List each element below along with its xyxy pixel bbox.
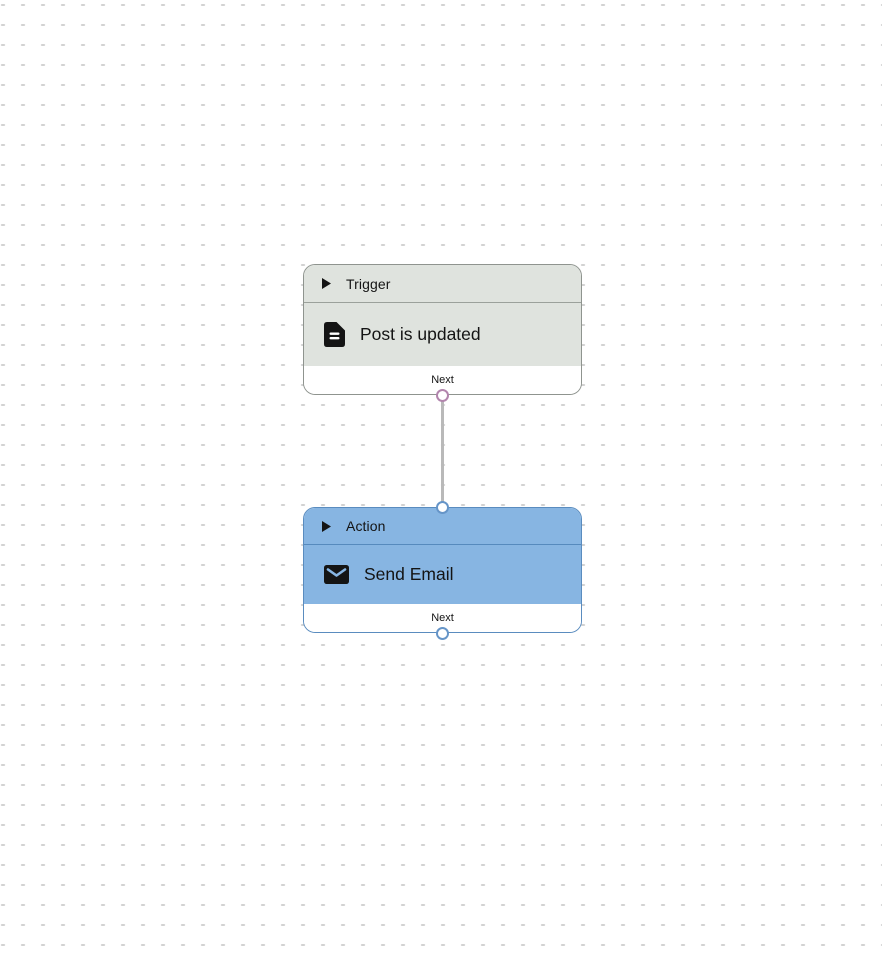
action-header-label: Action (346, 518, 386, 534)
trigger-output-label: Next (431, 374, 454, 386)
action-output-port[interactable] (436, 626, 449, 640)
action-input-port[interactable] (436, 500, 449, 514)
trigger-node-title: Post is updated (360, 324, 481, 344)
expand-arrow-icon (322, 520, 331, 532)
document-icon (324, 322, 345, 347)
envelope-icon (324, 565, 349, 584)
trigger-node[interactable]: Trigger Post is updated Next (303, 264, 582, 395)
action-node-header[interactable]: Action (304, 508, 581, 545)
action-node-body[interactable]: Send Email (304, 545, 581, 604)
trigger-node-body[interactable]: Post is updated (304, 303, 581, 366)
connection-edge[interactable] (441, 395, 444, 507)
trigger-header-label: Trigger (346, 275, 391, 292)
trigger-node-header[interactable]: Trigger (304, 265, 581, 303)
action-node-title: Send Email (364, 564, 454, 584)
action-output-label: Next (431, 612, 454, 624)
expand-arrow-icon (322, 278, 331, 289)
action-node[interactable]: Action Send Email Next (303, 507, 582, 633)
trigger-output-port[interactable] (436, 388, 449, 402)
